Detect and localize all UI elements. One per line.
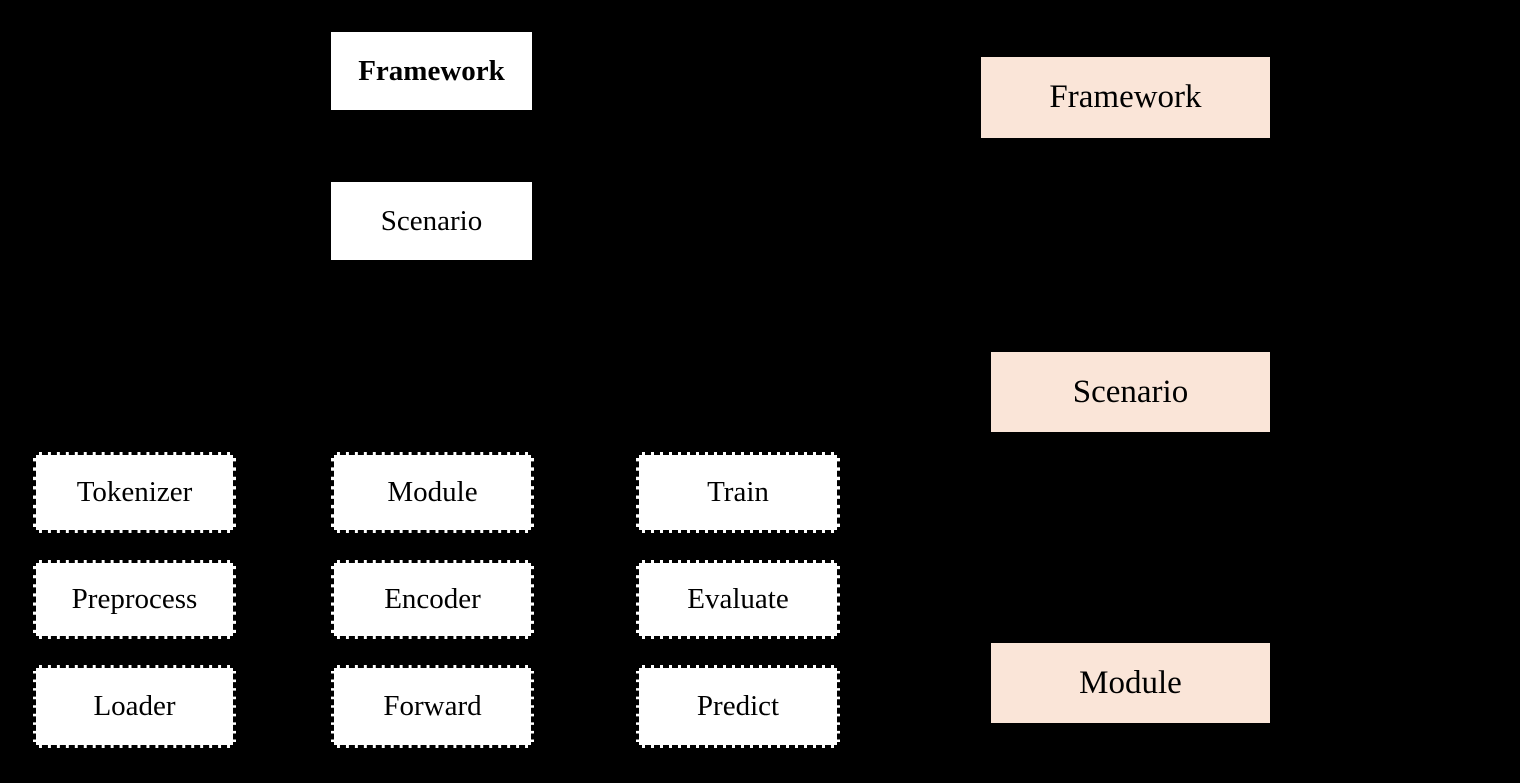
node-leaf-encoder-label: Encoder	[384, 583, 481, 615]
node-legend-scenario-label: Scenario	[1072, 373, 1189, 410]
node-leaf-predict-label: Predict	[696, 690, 780, 722]
node-leaf-encoder[interactable]: Encoder	[331, 560, 534, 639]
node-leaf-forward[interactable]: Forward	[331, 665, 534, 748]
node-tree-framework[interactable]: Framework	[331, 32, 532, 110]
node-leaf-preprocess-label: Preprocess	[71, 583, 198, 615]
node-legend-framework[interactable]: Framework	[981, 57, 1270, 138]
node-leaf-evaluate-label: Evaluate	[687, 583, 789, 615]
node-leaf-predict[interactable]: Predict	[636, 665, 840, 748]
node-legend-module[interactable]: Module	[991, 643, 1270, 723]
node-leaf-module-label: Module	[387, 476, 478, 508]
node-tree-scenario[interactable]: Scenario	[331, 182, 532, 260]
node-leaf-tokenizer[interactable]: Tokenizer	[33, 452, 236, 533]
node-leaf-loader[interactable]: Loader	[33, 665, 236, 748]
node-leaf-preprocess[interactable]: Preprocess	[33, 560, 236, 639]
node-leaf-tokenizer-label: Tokenizer	[76, 476, 193, 508]
node-legend-framework-label: Framework	[1049, 79, 1202, 115]
node-leaf-evaluate[interactable]: Evaluate	[636, 560, 840, 639]
node-tree-scenario-label: Scenario	[380, 204, 483, 237]
node-leaf-train[interactable]: Train	[636, 452, 840, 533]
node-leaf-module[interactable]: Module	[331, 452, 534, 533]
node-leaf-forward-label: Forward	[383, 690, 482, 722]
node-tree-framework-label: Framework	[358, 54, 505, 87]
node-legend-scenario[interactable]: Scenario	[991, 352, 1270, 432]
node-leaf-train-label: Train	[707, 476, 769, 508]
node-legend-module-label: Module	[1079, 664, 1182, 701]
node-leaf-loader-label: Loader	[93, 690, 176, 722]
